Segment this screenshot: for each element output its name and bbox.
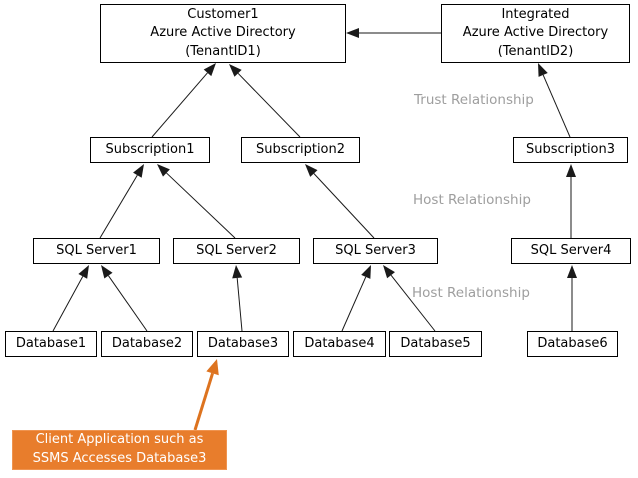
edge-sqlserver2-to-subscription1 [157,164,236,239]
node-label: Database4 [304,335,375,351]
edge-integrated-to-customer1 [346,28,441,38]
node-sql-server4: SQL Server4 [511,238,631,264]
node-label-line: Azure Active Directory [462,25,609,41]
edge-sqlserver3-to-subscription2 [305,164,375,239]
edge-database1-to-sqlserver1 [52,265,89,332]
node-database5: Database5 [389,331,482,357]
node-sql-server2: SQL Server2 [173,238,300,264]
node-label: SQL Server3 [335,242,416,258]
edge-database5-to-sqlserver3 [383,265,436,332]
edge-subscription2-to-customer1 [229,64,301,138]
trust-relationship-label: Trust Relationship [414,92,534,108]
edge-database3-to-sqlserver2 [232,265,243,332]
node-database3: Database3 [197,331,289,357]
node-label-line: Azure Active Directory [150,25,296,41]
node-label: Database3 [207,335,279,351]
edge-subscription1-to-customer1 [151,63,216,138]
node-label: Database5 [400,335,471,351]
node-label: Subscription1 [105,141,195,157]
node-label-line: (TenantID1) [185,43,261,59]
node-label: Database6 [537,335,608,351]
edge-sqlserver1-to-subscription1 [99,164,144,239]
node-database2: Database2 [101,331,193,357]
edge-subscription3-to-integrated [538,63,571,138]
node-label: SQL Server4 [530,242,612,258]
node-subscription3: Subscription3 [513,137,628,163]
host-relationship-label-lower: Host Relationship [412,285,530,301]
node-customer1-azure-active-directory: Customer1 Azure Active Directory (Tenant… [100,4,346,63]
node-label-line: Customer1 [187,7,259,23]
node-sql-server1: SQL Server1 [33,238,160,264]
node-label: Database1 [15,335,87,351]
node-integrated-azure-active-directory: Integrated Azure Active Directory (Tenan… [441,4,630,63]
node-label: Database2 [111,335,183,351]
edge-database2-to-sqlserver1 [101,265,148,332]
node-label: Subscription3 [525,141,616,157]
node-subscription2: Subscription2 [241,137,360,163]
node-database6: Database6 [527,331,618,357]
host-relationship-label-upper: Host Relationship [413,192,531,208]
node-label: SQL Server2 [196,242,277,258]
node-label-line: Integrated [501,7,570,23]
edge-client-callout-to-database3 [193,359,219,431]
node-subscription1: Subscription1 [90,137,210,163]
edge-database4-to-sqlserver3 [341,265,371,332]
node-sql-server3: SQL Server3 [313,238,438,264]
edge-sqlserver4-to-subscription3 [566,164,576,238]
client-application-callout: Client Application such as SSMS Accesses… [12,430,227,470]
node-database1: Database1 [5,331,97,357]
callout-line: SSMS Accesses Database3 [32,451,207,466]
node-label-line: (TenantID2) [497,43,574,59]
edge-database6-to-sqlserver4 [567,265,577,331]
node-label: SQL Server1 [56,242,137,258]
node-database4: Database4 [293,331,386,357]
node-label: Subscription2 [255,141,346,157]
callout-line: Client Application such as [35,432,204,448]
